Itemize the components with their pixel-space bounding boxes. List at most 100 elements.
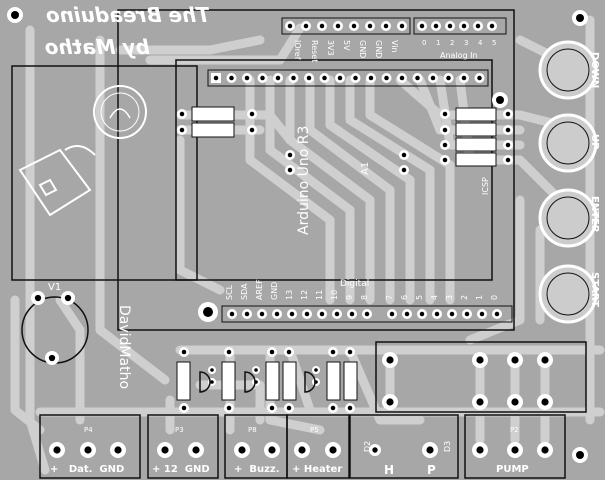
- svg-text:R5: R5: [467, 157, 479, 167]
- pin-label: IOref: [293, 40, 302, 60]
- drill-hole: [347, 349, 353, 355]
- drill-hole: [226, 349, 232, 355]
- drill-hole: [322, 75, 327, 81]
- drill-hole: [347, 405, 353, 411]
- drill-hole: [337, 75, 343, 81]
- p4-name: P4: [84, 426, 93, 434]
- drill-hole: [415, 75, 420, 81]
- lcd-module-outline: [11, 65, 198, 281]
- drill-hole: [511, 398, 519, 406]
- board-title: The Breaduino: [46, 3, 210, 27]
- pin-label: 1: [475, 295, 484, 300]
- d3-label: D3: [443, 441, 452, 452]
- svg-text:ENTER: ENTER: [589, 196, 600, 233]
- drill-hole: [181, 405, 187, 411]
- drill-hole: [505, 142, 511, 148]
- drill-hole: [319, 23, 325, 29]
- resistor-r6: R6: [343, 361, 358, 401]
- top-right-pin-labels: 0 1 2 3 4 5 Analog In: [422, 39, 496, 60]
- pin-label: 12: [300, 290, 309, 300]
- drill-hole: [53, 446, 61, 454]
- drill-hole: [286, 405, 292, 411]
- v1-label: V1: [48, 282, 61, 293]
- drill-hole: [334, 311, 340, 317]
- pin-label: GND: [270, 282, 279, 300]
- drill-hole: [419, 311, 425, 317]
- pin-label: 5: [492, 39, 496, 47]
- silkscreen: [11, 9, 587, 479]
- transistors: [199, 371, 316, 393]
- drill-hole: [511, 446, 519, 454]
- drill-hole: [48, 354, 56, 362]
- drill-hole: [367, 23, 373, 29]
- beer-mug-icon: [18, 145, 96, 217]
- drill-hole: [254, 368, 258, 372]
- drill-hole: [433, 23, 439, 29]
- drill-hole: [430, 75, 436, 81]
- relay-outline: [375, 341, 587, 413]
- svg-text:START: START: [589, 272, 600, 307]
- drill-hole: [401, 152, 407, 158]
- drill-hole: [269, 349, 275, 355]
- drill-hole: [446, 75, 451, 81]
- drill-hole: [541, 446, 549, 454]
- button-start[interactable]: START: [538, 264, 600, 324]
- drill-hole: [244, 311, 250, 317]
- drill-hole: [479, 311, 485, 317]
- pin-label: 1: [436, 39, 440, 47]
- drill-hole: [181, 349, 187, 355]
- resistor-r13: R13: [221, 361, 236, 401]
- button-down[interactable]: DOWN: [538, 40, 600, 100]
- drill-hole: [303, 23, 309, 29]
- drill-hole: [442, 157, 448, 163]
- p5-name: P5: [310, 426, 319, 434]
- drill-hole: [226, 405, 232, 411]
- drill-hole: [291, 75, 296, 81]
- button-up[interactable]: UP: [538, 113, 600, 173]
- analog-in-label: Analog In: [440, 51, 478, 60]
- p-label: P: [427, 463, 436, 477]
- svg-text:D1: D1: [330, 379, 339, 390]
- svg-text:R4: R4: [203, 111, 215, 121]
- pin-label: 2: [460, 295, 469, 300]
- pin-label: Reset: [310, 40, 319, 62]
- button-enter[interactable]: ENTER: [538, 188, 600, 248]
- drill-hole: [461, 75, 467, 81]
- middle-header: [207, 69, 489, 87]
- pin-label: 11: [315, 290, 324, 300]
- p8-label: + Buzz.: [234, 464, 280, 475]
- drill-hole: [401, 167, 407, 173]
- drill-hole: [511, 356, 519, 364]
- p4-outline: [39, 414, 141, 479]
- resistor-r8: R8: [282, 361, 297, 401]
- d2-label: D2: [363, 441, 372, 452]
- p3-label: + 12 GND: [152, 464, 210, 475]
- pin-label: 0: [490, 295, 499, 300]
- drill-hole: [364, 311, 370, 317]
- drill-hole: [210, 368, 214, 372]
- a1-label: A1: [360, 162, 371, 175]
- drill-hole: [442, 111, 448, 117]
- pin-label: 4: [430, 295, 439, 300]
- drill-hole: [249, 111, 255, 117]
- drill-hole: [419, 23, 425, 29]
- pin-label: GND: [358, 40, 367, 58]
- resistor-r1: R1: [455, 107, 497, 122]
- drill-hole: [319, 311, 325, 317]
- drill-hole: [399, 75, 405, 81]
- drill-hole: [213, 75, 219, 81]
- pin-label: AREF: [255, 279, 264, 300]
- svg-text:R1: R1: [467, 112, 479, 122]
- arduino-inner-outline: [175, 59, 493, 281]
- svg-text:UP: UP: [589, 134, 600, 149]
- drill-hole: [372, 447, 378, 453]
- drill-hole: [64, 294, 72, 302]
- drill-hole: [274, 311, 280, 317]
- p3-name: P3: [175, 426, 184, 434]
- drill-hole: [461, 23, 467, 29]
- drill-hole: [84, 446, 92, 454]
- resistors: R4 R10 R1 R2 R3 R5 R11 R13: [176, 106, 497, 401]
- resistor-r11: R11: [176, 361, 191, 401]
- pin-label: 3: [464, 39, 468, 47]
- pin-label: 13: [285, 290, 294, 300]
